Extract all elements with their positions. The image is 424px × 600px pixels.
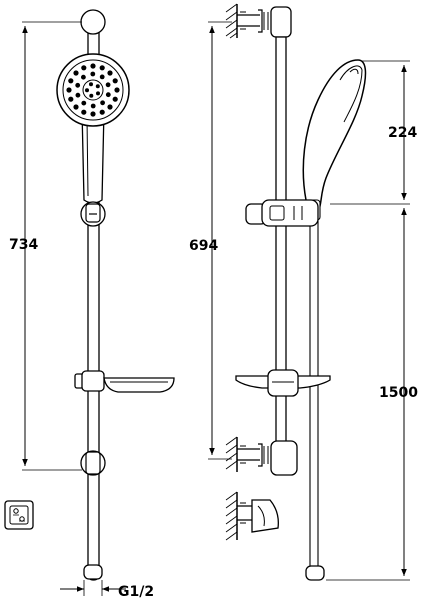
nozzle-dot [99, 74, 105, 80]
nozzle-dot [90, 63, 96, 69]
front-bottom-bracket [80, 450, 106, 476]
nozzle-dot [66, 87, 72, 93]
nozzle-dot [89, 82, 93, 87]
nozzle-dot [90, 71, 96, 77]
nozzle-dot [107, 104, 113, 110]
nozzle-dot [100, 100, 105, 106]
side-bottom-wall [225, 436, 298, 476]
dimension-1500: 1500 [326, 208, 418, 581]
dim-label-1500: 1500 [379, 385, 418, 401]
soap-dish-icon [74, 370, 175, 393]
nozzle-dot [112, 96, 118, 102]
dim-label-g12: G1/2 [118, 584, 154, 600]
nozzle-dot [73, 70, 79, 76]
shower-head-icon [56, 53, 130, 204]
nozzle-dot [105, 82, 111, 88]
nozzle-dot [105, 92, 111, 98]
front-top-bracket [80, 9, 106, 35]
nozzle-dot [99, 109, 105, 115]
shower-nozzles [66, 63, 120, 117]
nozzle-dot [75, 82, 81, 88]
side-slider [245, 199, 319, 227]
nozzle-dot [90, 103, 96, 109]
side-soap-dish [235, 369, 331, 397]
nozzle-dot [68, 96, 74, 102]
nozzle-dot [114, 87, 120, 93]
front-view [56, 9, 175, 581]
nozzle-dot [85, 88, 89, 93]
side-view [225, 3, 367, 581]
dimension-g12: G1/2 [60, 580, 154, 600]
nozzle-dot [90, 111, 96, 117]
nozzle-dot [99, 65, 105, 71]
nozzle-dot [95, 84, 100, 89]
nozzle-dot [68, 78, 74, 84]
nozzle-dot [81, 109, 87, 115]
dimension-694: 694 [189, 21, 232, 460]
dimension-224: 224 [330, 60, 417, 205]
dimension-734: 734 [9, 21, 82, 471]
nozzle-dot [96, 91, 100, 96]
dim-label-734: 734 [9, 237, 38, 253]
slider-icon [80, 201, 106, 227]
side-shower-head [302, 59, 367, 221]
dim-label-224: 224 [388, 125, 417, 141]
nozzle-dot [75, 92, 81, 98]
wall-bracket-icon [4, 500, 34, 530]
side-hose-fitting [305, 565, 325, 581]
side-extra-mount [225, 491, 279, 541]
side-top-wall [225, 3, 292, 39]
front-hose-fitting [83, 564, 103, 580]
nozzle-dot [112, 78, 118, 84]
nozzle-dot [81, 74, 86, 80]
nozzle-dot [89, 93, 94, 98]
nozzle-dot [81, 100, 87, 106]
dim-label-694: 694 [189, 238, 218, 254]
nozzle-dot [107, 70, 113, 76]
side-hose-line [309, 217, 319, 579]
nozzle-dot [81, 65, 87, 71]
nozzle-dot [73, 104, 79, 110]
